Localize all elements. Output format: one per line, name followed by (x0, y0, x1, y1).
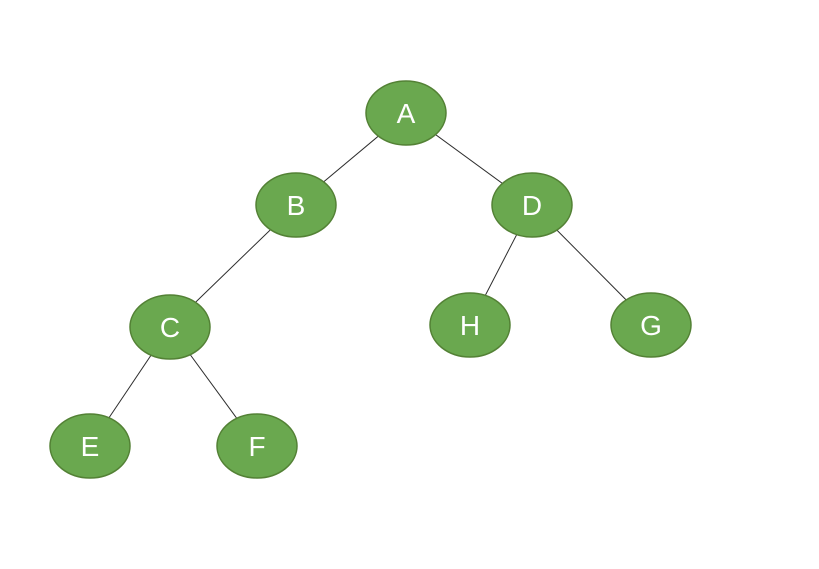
node-label: C (160, 312, 180, 343)
node-label: H (460, 310, 480, 341)
node-C[interactable]: C (129, 294, 211, 360)
node-F[interactable]: F (216, 413, 298, 479)
node-ellipse-E (49, 413, 131, 479)
node-H[interactable]: H (429, 292, 511, 358)
node-label: B (287, 190, 306, 221)
node-label: G (640, 310, 662, 341)
node-ellipse-B (255, 172, 337, 238)
node-label: F (248, 431, 265, 462)
node-G[interactable]: G (610, 292, 692, 358)
node-ellipse-A (365, 80, 447, 146)
node-ellipse-F (216, 413, 298, 479)
nodes-layer: A B D C H G E F (49, 80, 692, 479)
node-ellipse-C (129, 294, 211, 360)
node-E[interactable]: E (49, 413, 131, 479)
node-label: E (81, 431, 100, 462)
edges-layer (89, 112, 652, 447)
node-B[interactable]: B (255, 172, 337, 238)
node-ellipse-D (491, 172, 573, 238)
node-D[interactable]: D (491, 172, 573, 238)
node-A[interactable]: A (365, 80, 447, 146)
node-label: A (397, 98, 416, 129)
node-label: D (522, 190, 542, 221)
node-ellipse-G (610, 292, 692, 358)
node-ellipse-H (429, 292, 511, 358)
